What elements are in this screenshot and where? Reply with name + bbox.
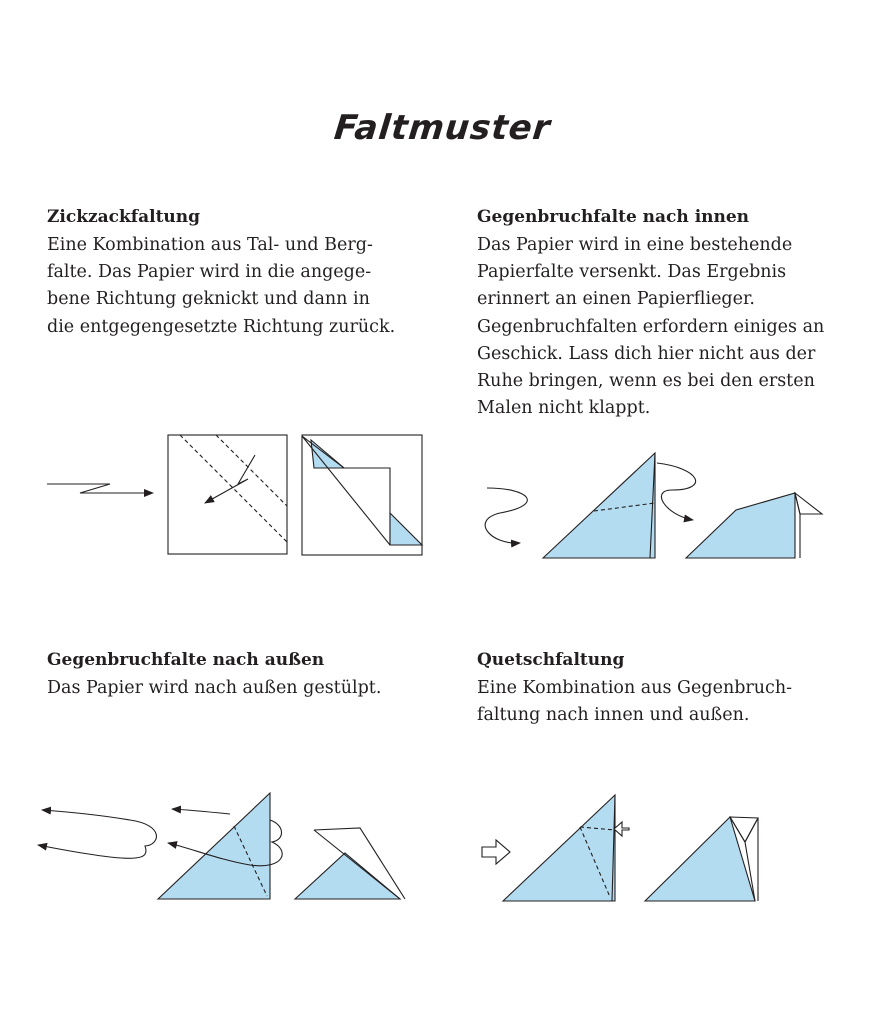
text-line: die entgegengesetzte Richtung zurück. [47,316,396,337]
curved-arrow-icon [37,819,157,859]
push-arrow-icon [481,838,511,866]
plane-shape [684,492,796,559]
zickzack-fold-diagram [47,434,424,556]
section-heading: Quetschfaltung [477,650,625,670]
text-line: Papierfalte versenkt. Das Ergebnis [477,262,787,283]
curved-arrow-icon [656,462,697,523]
text-line: Eine Kombination aus Gegenbruch- [477,678,793,698]
curved-arrow-icon [484,487,528,548]
outside-reverse-fold-diagram [37,791,406,900]
section-heading: Gegenbruchfalte nach innen [477,207,750,227]
section-heading: Zickzackfaltung [47,207,201,227]
section-text: Eine Kombination aus Gegenbruch- faltung… [477,675,857,729]
zigzag-arrow-icon [47,483,154,497]
text-line: Eine Kombination aus Tal- und Berg- [47,235,373,255]
mountain-fold-line [215,434,288,507]
push-arrow-icon [613,820,630,838]
triangle-paper [156,791,271,900]
text-line: Ruhe bringen, wenn es bei den ersten [477,371,815,392]
zigzag-fold-arrow-icon [204,454,256,504]
text-line: Gegenbruchfalten erfordern einiges an [477,316,825,337]
squash-fold-diagram [481,793,759,902]
valley-fold-line [179,434,288,543]
squashed-triangle [643,815,756,902]
text-line: erinnert an einen Papierflieger. [477,289,755,310]
folded-flap-top [310,438,346,469]
curved-arrow-icon [167,819,283,867]
section-heading: Gegenbruchfalte nach außen [47,650,325,670]
triangle-paper [501,793,616,902]
section-text: Das Papier wird nach außen gestülpt. [47,675,427,702]
section-quetschfaltung: Quetschfaltung Eine Kombination aus Gege… [477,648,857,729]
paper-square [167,434,288,555]
text-line: falte. Das Papier wird in die angege- [47,262,372,283]
inside-reverse-fold-diagram [484,451,824,559]
text-line: faltung nach innen und außen. [477,705,750,726]
text-line: bene Richtung geknickt und dann in [47,289,370,310]
triangle-paper [541,451,656,559]
section-gegenbruchfalte-aussen: Gegenbruchfalte nach außen Das Papier wi… [47,648,427,702]
text-line: Malen nicht klappt. [477,398,651,419]
text-line: Das Papier wird in eine bestehende [477,235,793,255]
section-zickzackfaltung: Zickzackfaltung Eine Kombination aus Tal… [47,205,427,341]
section-gegenbruchfalte-innen: Gegenbruchfalte nach innen Das Papier wi… [477,205,847,422]
folded-triangle [293,852,402,900]
section-text: Eine Kombination aus Tal- und Berg- falt… [47,232,427,341]
section-text: Das Papier wird in eine bestehende Papie… [477,232,847,422]
text-line: Das Papier wird nach außen gestülpt. [47,678,382,698]
text-line: Geschick. Lass dich hier nicht aus der [477,343,816,364]
